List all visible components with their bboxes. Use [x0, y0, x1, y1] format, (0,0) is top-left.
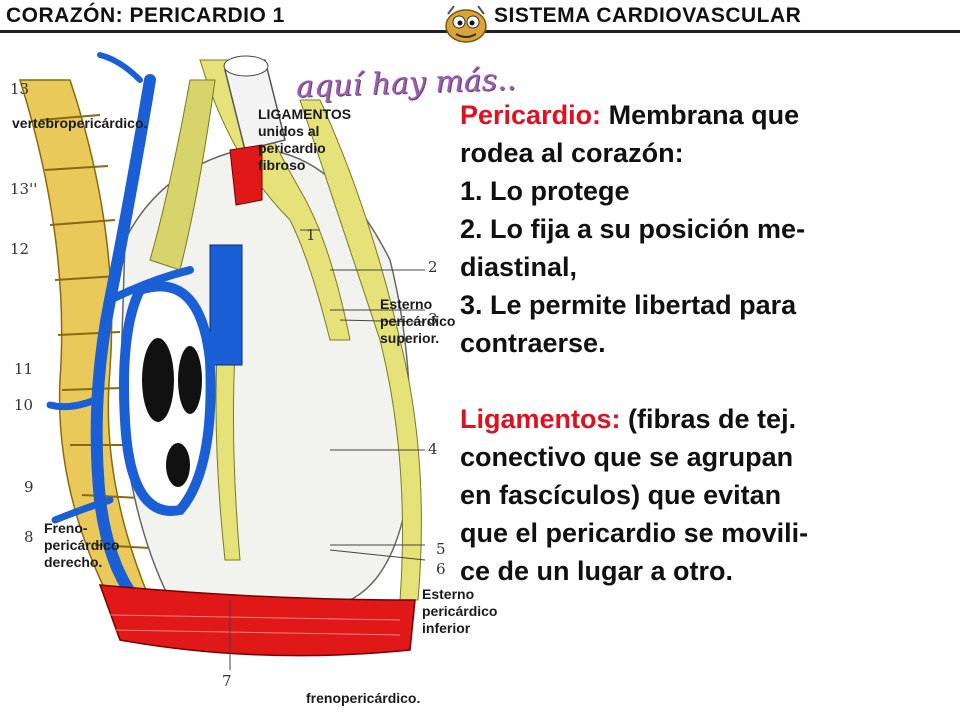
figure-number: 6 [436, 560, 446, 578]
figure-number: 7 [222, 672, 232, 690]
diaphragm-muscle [98, 584, 416, 657]
figure-number: 3 [428, 310, 438, 328]
text-line: ce de un lugar a otro. [460, 556, 734, 586]
pericardium-illustration [18, 52, 426, 670]
figure-number: 5 [436, 540, 446, 558]
text-line: en fascículos) que evitan [460, 480, 782, 510]
figure-number: 13 [10, 80, 30, 98]
figure-number: 8 [24, 528, 34, 546]
ligamentos-title: Ligamentos: [460, 404, 621, 434]
figure-number: 2 [428, 258, 438, 276]
text-line: 1. Lo protege [460, 176, 630, 206]
pericardio-definition: Pericardio: Membrana que [460, 100, 800, 130]
mascot-icon[interactable] [440, 0, 492, 46]
figure-number: 13'' [10, 180, 38, 198]
label-frenopericardico: frenopericárdico. [306, 690, 421, 706]
label-vertebropericardico: vertebropericárdico. [12, 115, 148, 131]
label-esterno-inferior: Esterno pericárdico inferior [422, 586, 498, 636]
figure-number: 12 [10, 240, 30, 258]
header-right-title: SISTEMA CARDIOVASCULAR [494, 4, 802, 27]
label-ligamentos: LIGAMENTOS unidos al pericardio fibroso [258, 106, 352, 173]
header-left-title: CORAZÓN: PERICARDIO 1 [6, 4, 285, 27]
text-line: 2. Lo fija a su posición me- [460, 214, 806, 244]
pericardio-title: Pericardio: [460, 100, 602, 130]
aorta-segment [229, 144, 263, 206]
content-text: Pericardio: Membrana que rodea al corazó… [460, 96, 956, 590]
figure-number: 1 [306, 226, 316, 244]
vena-cava [209, 244, 243, 366]
text-line: contraerse. [460, 328, 606, 358]
leader-lines [229, 229, 426, 670]
ligament-bands [149, 59, 422, 601]
figure-number: 11 [14, 360, 34, 378]
text-line: que el pericardio se movili- [460, 518, 809, 548]
figure-number: 9 [24, 478, 34, 496]
figure-number: 10 [14, 396, 34, 414]
text-line: diastinal, [460, 252, 578, 282]
trachea [223, 55, 286, 151]
text-line: rodea al corazón: [460, 138, 684, 168]
lung-root [119, 281, 216, 516]
ligamentos-definition: Ligamentos: (fibras de tej. [460, 404, 797, 434]
text-line: conectivo que se agrupan [460, 442, 794, 472]
text-line: 3. Le permite libertad para [460, 290, 797, 320]
label-esterno-superior: Esterno pericárdico superior. [380, 296, 456, 346]
label-freno-derecho: Freno- pericárdico derecho. [44, 520, 120, 570]
figure-number: 4 [428, 440, 438, 458]
